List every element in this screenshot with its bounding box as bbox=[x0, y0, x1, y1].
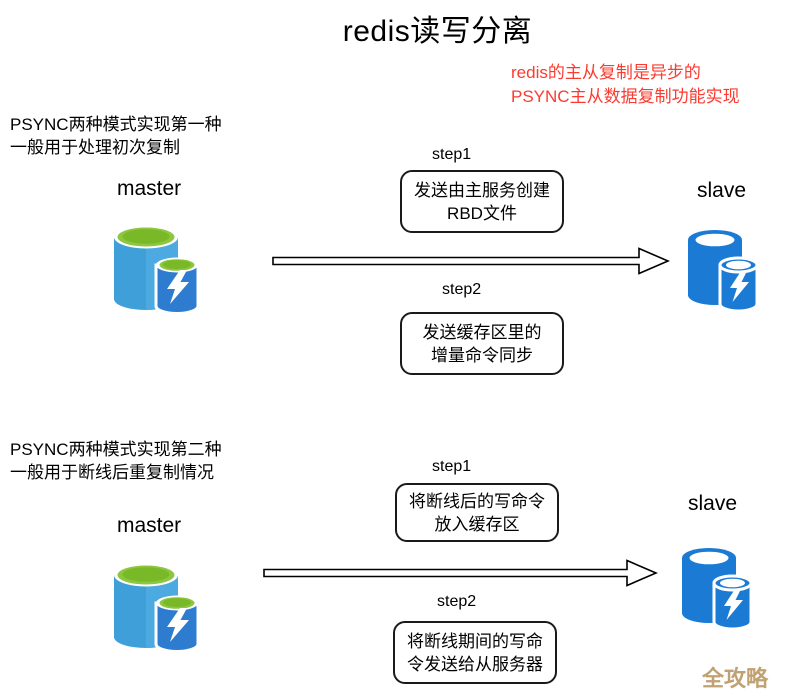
lightning-bolt-icon bbox=[724, 589, 743, 620]
section2-step2-box: 将断线期间的写命 令发送给从服务器 bbox=[393, 621, 557, 684]
replication-arrow-icon bbox=[272, 247, 671, 275]
annotation-note: redis的主从复制是异步的 PSYNC主从数据复制功能实现 bbox=[511, 61, 740, 109]
section2-description-line2: 一般用于断线后重复制情况 bbox=[10, 463, 214, 482]
note-line-2: PSYNC主从数据复制功能实现 bbox=[511, 87, 740, 106]
replication-arrow-icon bbox=[263, 559, 659, 587]
master-db-icon bbox=[112, 222, 200, 316]
watermark: 全攻略 bbox=[702, 666, 769, 691]
lightning-bolt-icon bbox=[730, 271, 749, 302]
note-line-1: redis的主从复制是异步的 bbox=[511, 63, 701, 82]
section2-step1-box: 将断线后的写命令 放入缓存区 bbox=[395, 483, 559, 542]
section1-master-label: master bbox=[117, 177, 182, 200]
slave-db-icon bbox=[680, 546, 753, 632]
section2-description: PSYNC两种模式实现第二种 一般用于断线后重复制情况 bbox=[10, 438, 222, 484]
step-text-line: 增量命令同步 bbox=[431, 345, 533, 365]
section1-step2-label: step2 bbox=[442, 281, 482, 298]
section1-description: PSYNC两种模式实现第一种 一般用于处理初次复制 bbox=[10, 113, 222, 159]
lightning-bolt-icon bbox=[167, 270, 189, 304]
section2-master-label: master bbox=[117, 514, 182, 537]
section2-step1-label: step1 bbox=[432, 458, 472, 475]
small-cylinder bbox=[154, 595, 200, 653]
step-text-line: 将断线期间的写命 bbox=[407, 631, 543, 651]
slave-db-icon bbox=[686, 228, 759, 314]
section2-description-line1: PSYNC两种模式实现第二种 bbox=[10, 440, 222, 459]
page-title: redis读写分离 bbox=[342, 15, 533, 48]
small-cylinder bbox=[154, 257, 200, 315]
section2-slave-label: slave bbox=[688, 492, 738, 515]
step-text-line: 令发送给从服务器 bbox=[407, 654, 543, 674]
section2-step2-label: step2 bbox=[437, 593, 477, 610]
small-cylinder bbox=[718, 256, 759, 313]
section1-step2-box: 发送缓存区里的 增量命令同步 bbox=[400, 312, 564, 375]
master-db-icon bbox=[112, 560, 200, 654]
lightning-bolt-icon bbox=[167, 608, 189, 642]
section1-step1-box: 发送由主服务创建 RBD文件 bbox=[400, 170, 564, 233]
step-text-line: 发送由主服务创建 bbox=[414, 180, 550, 200]
step-text-line: RBD文件 bbox=[447, 203, 517, 223]
section1-description-line2: 一般用于处理初次复制 bbox=[10, 138, 180, 157]
step-text-line: 发送缓存区里的 bbox=[422, 322, 542, 342]
section1-slave-label: slave bbox=[697, 179, 747, 202]
step-text-line: 放入缓存区 bbox=[434, 514, 520, 534]
small-cylinder bbox=[712, 574, 753, 631]
section1-step1-label: step1 bbox=[432, 146, 472, 163]
section1-description-line1: PSYNC两种模式实现第一种 bbox=[10, 115, 222, 134]
step-text-line: 将断线后的写命令 bbox=[409, 491, 545, 511]
